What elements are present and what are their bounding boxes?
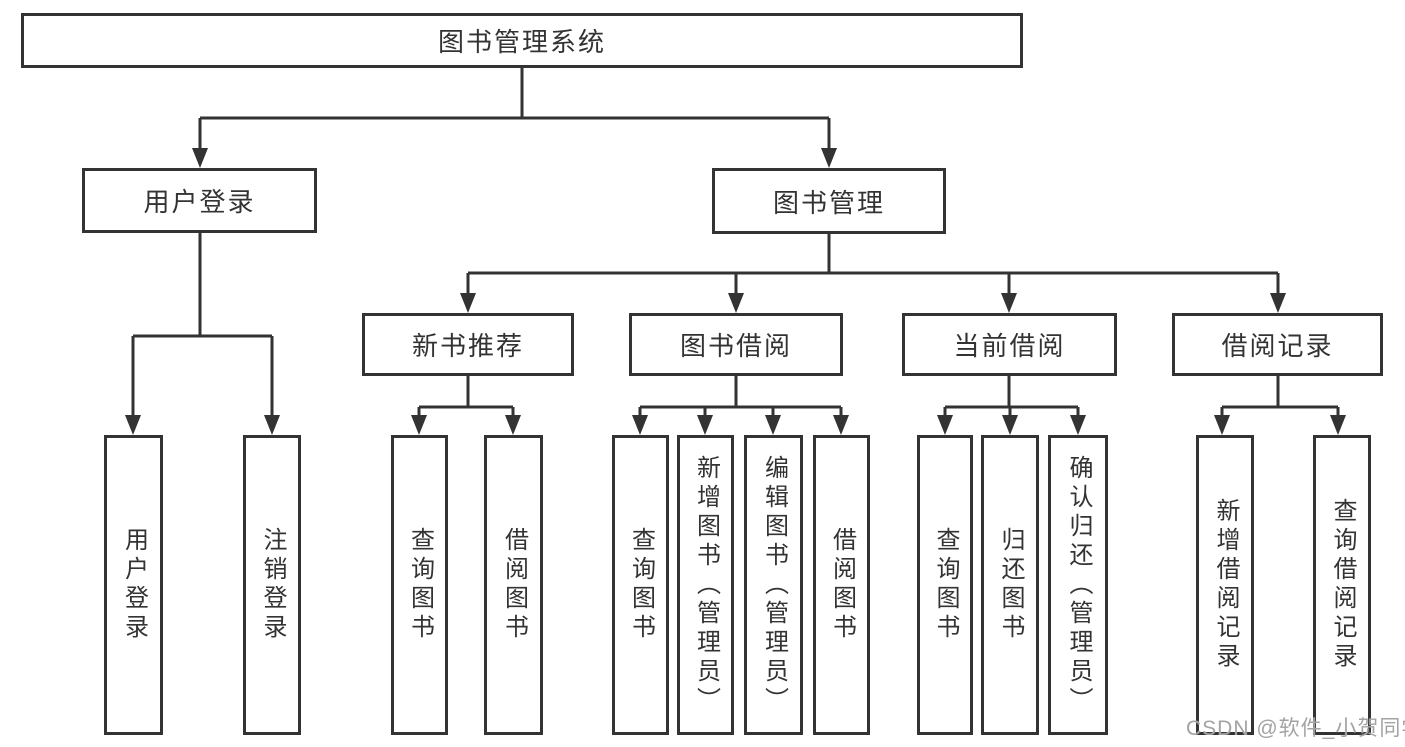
connector-book-mgmt-to-level3 xyxy=(466,234,1280,295)
connector-book-borrow-to-leaves xyxy=(638,376,843,417)
node-borrow-records: 借阅记录 xyxy=(1172,313,1383,376)
connector-current-borrow-to-leaves xyxy=(943,376,1080,417)
arrow-down-icon xyxy=(505,415,521,435)
connector-root-to-level2 xyxy=(198,68,831,150)
node-current-borrow: 当前借阅 xyxy=(902,313,1117,376)
node-new-book-recommend: 新书推荐 xyxy=(362,313,574,376)
leaf-borrow-query-book: 查询图书 xyxy=(612,435,669,735)
node-user-login: 用户登录 xyxy=(82,168,317,233)
arrow-down-icon xyxy=(1001,293,1017,313)
leaf-records-add-record: 新增借阅记录 xyxy=(1196,435,1254,735)
arrow-down-icon xyxy=(192,148,208,168)
leaf-label: 注销登录 xyxy=(259,527,286,643)
leaf-label: 编辑图书（管理员） xyxy=(760,454,788,716)
connector-user-login-to-leaves xyxy=(131,233,274,417)
leaf-borrow-edit-book-admin: 编辑图书（管理员） xyxy=(744,435,803,735)
leaf-label: 查询图书 xyxy=(932,527,959,643)
arrow-down-icon xyxy=(937,415,953,435)
connector-borrow-records-to-leaves xyxy=(1220,376,1340,417)
node-label: 新书推荐 xyxy=(411,331,524,361)
leaf-newrec-query-book: 查询图书 xyxy=(391,435,448,735)
leaf-label: 借阅图书 xyxy=(828,527,856,643)
leaf-records-query-record: 查询借阅记录 xyxy=(1313,435,1371,735)
leaf-label: 新增借阅记录 xyxy=(1212,498,1239,672)
node-book-borrow: 图书借阅 xyxy=(629,313,843,376)
leaf-label: 新增图书（管理员） xyxy=(692,454,720,716)
leaf-user-login: 用户登录 xyxy=(104,435,163,735)
leaf-borrow-add-book-admin: 新增图书（管理员） xyxy=(677,435,734,735)
arrow-down-icon xyxy=(765,415,781,435)
leaf-label: 确认归还（管理员） xyxy=(1065,454,1092,716)
node-label: 图书借阅 xyxy=(679,331,792,361)
leaf-borrow-borrow-book: 借阅图书 xyxy=(813,435,870,735)
arrow-down-icon xyxy=(697,415,713,435)
leaf-label: 查询图书 xyxy=(627,527,655,643)
csdn-watermark: CSDN @软件_小贺同学 xyxy=(1186,717,1405,740)
arrow-down-icon xyxy=(833,415,849,435)
leaf-label: 查询图书 xyxy=(406,527,434,643)
leaf-current-confirm-return-admin: 确认归还（管理员） xyxy=(1048,435,1108,735)
leaf-label: 归还图书 xyxy=(997,527,1024,643)
node-book-management: 图书管理 xyxy=(712,168,946,234)
arrow-down-icon xyxy=(460,293,476,313)
arrow-down-icon xyxy=(728,293,744,313)
node-label: 当前借阅 xyxy=(953,331,1066,361)
node-label: 用户登录 xyxy=(143,187,256,217)
arrow-down-icon xyxy=(1214,415,1230,435)
arrow-down-icon xyxy=(632,415,648,435)
arrow-down-icon xyxy=(821,148,837,168)
node-library-system: 图书管理系统 xyxy=(21,13,1023,68)
arrowheads xyxy=(125,148,1346,435)
arrow-down-icon xyxy=(264,415,280,435)
node-label: 图书管理系统 xyxy=(437,27,606,57)
connector-paths xyxy=(131,68,1340,417)
leaf-current-return-book: 归还图书 xyxy=(981,435,1039,735)
arrow-down-icon xyxy=(1070,415,1086,435)
leaf-label: 查询借阅记录 xyxy=(1329,498,1356,672)
leaf-label: 借阅图书 xyxy=(500,527,528,643)
leaf-logout: 注销登录 xyxy=(243,435,301,735)
node-label: 图书管理 xyxy=(772,187,885,218)
leaf-newrec-borrow-book: 借阅图书 xyxy=(484,435,543,735)
connector-new-book-to-leaves xyxy=(417,376,515,417)
arrow-down-icon xyxy=(1270,293,1286,313)
node-label: 借阅记录 xyxy=(1221,331,1334,361)
leaf-label: 用户登录 xyxy=(120,527,148,643)
arrow-down-icon xyxy=(1330,415,1346,435)
arrow-down-icon xyxy=(125,415,141,435)
arrow-down-icon xyxy=(1002,415,1018,435)
arrow-down-icon xyxy=(411,415,427,435)
leaf-current-query-book: 查询图书 xyxy=(917,435,973,735)
